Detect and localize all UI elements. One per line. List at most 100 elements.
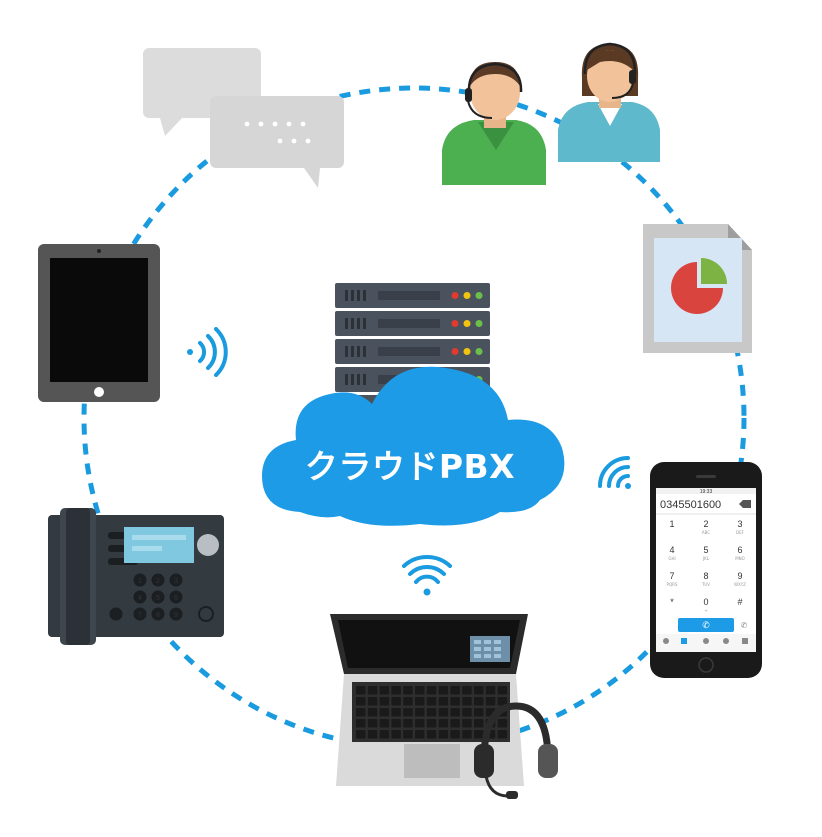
laptop-key (367, 708, 378, 717)
laptop-key (415, 697, 425, 706)
laptop-key (379, 686, 390, 695)
laptop-key (367, 719, 378, 728)
laptop-key (403, 708, 413, 717)
desk-key-1: 1 (138, 578, 142, 585)
desk-key-9: 9 (174, 612, 178, 619)
laptop-key (438, 708, 449, 717)
laptop-key (485, 697, 496, 706)
laptop-key (356, 730, 366, 739)
phone-key-letters: PQRS (667, 582, 678, 587)
laptop-key (462, 730, 472, 739)
phone-add-call-icon[interactable]: ✆ (741, 621, 748, 630)
phone-key-8[interactable]: 8 (703, 571, 708, 581)
laptop-key (415, 730, 425, 739)
laptop-key (462, 697, 472, 706)
call-button[interactable] (678, 618, 734, 632)
tab-keypad-icon[interactable] (681, 638, 687, 644)
laptop-key (450, 686, 460, 695)
wifi-icon (402, 555, 452, 596)
phone-key-5[interactable]: 5 (703, 545, 708, 555)
phone-key-letters: MNO (735, 556, 745, 561)
server-unit (335, 311, 490, 336)
phone-call-icon: ✆ (702, 621, 710, 631)
phone-key-1[interactable]: 1 (669, 519, 674, 529)
laptop-key (474, 697, 484, 706)
phone-key-10[interactable]: * (670, 597, 674, 607)
laptop-key (438, 719, 449, 728)
laptop-key (450, 719, 460, 728)
phone-key-letters: TUV (701, 582, 710, 587)
phone-key-7[interactable]: 7 (669, 571, 674, 581)
laptop-key (403, 730, 413, 739)
wifi-icon (598, 456, 631, 489)
laptop-key (391, 719, 401, 728)
laptop-key (391, 708, 401, 717)
laptop-key (426, 686, 437, 695)
laptop-key (367, 697, 378, 706)
laptop-key (415, 686, 425, 695)
phone-key-letters: + (704, 608, 707, 613)
tab-messages-icon[interactable] (703, 638, 709, 644)
laptop-key (426, 719, 437, 728)
laptop-key (485, 686, 496, 695)
cloud-icon (262, 366, 565, 526)
chat-bubbles-icon (143, 48, 344, 188)
laptop-key (415, 708, 425, 717)
laptop-key (415, 719, 425, 728)
tab-history-icon[interactable] (723, 638, 729, 644)
laptop-key (391, 697, 401, 706)
phone-key-letters: JKL (702, 556, 710, 561)
phone-key-2[interactable]: 2 (703, 519, 708, 529)
laptop-key (367, 730, 378, 739)
laptop-key (497, 730, 508, 739)
phone-key-12[interactable]: # (737, 597, 742, 607)
laptop-key (474, 686, 484, 695)
laptop-key (497, 686, 508, 695)
laptop-key (462, 686, 472, 695)
headset-icon (474, 702, 558, 799)
desk-key-2: 2 (156, 578, 160, 585)
laptop-key (356, 697, 366, 706)
laptop-key (367, 686, 378, 695)
phone-key-letters: GHI (668, 556, 675, 561)
backspace-icon[interactable] (739, 500, 751, 508)
report-document-icon (643, 224, 752, 353)
laptop-key (474, 730, 484, 739)
laptop-key (426, 697, 437, 706)
tablet-icon (38, 244, 160, 402)
laptop-key (474, 708, 484, 717)
laptop-key (379, 719, 390, 728)
connection-ring (81, 85, 747, 751)
phone-key-6[interactable]: 6 (737, 545, 742, 555)
desk-key-6: 6 (174, 595, 178, 602)
laptop-key (403, 686, 413, 695)
laptop-key (403, 697, 413, 706)
laptop-key (426, 708, 437, 717)
phone-dialed-number: 0345501600 (660, 499, 721, 511)
laptop-key (450, 730, 460, 739)
operators-icon (442, 42, 660, 185)
phone-key-3[interactable]: 3 (737, 519, 742, 529)
phone-key-4[interactable]: 4 (669, 545, 674, 555)
phone-status-time: 19:33 (700, 489, 713, 495)
laptop-icon (330, 614, 528, 786)
laptop-key (450, 708, 460, 717)
desk-phone-icon: 1 2 3 4 5 6 7 8 9 (48, 508, 224, 645)
wifi-icon (187, 327, 228, 377)
phone-key-11[interactable]: 0 (703, 597, 708, 607)
desk-key-5: 5 (156, 595, 160, 602)
laptop-key (438, 686, 449, 695)
laptop-key (462, 708, 472, 717)
phone-key-9[interactable]: 9 (737, 571, 742, 581)
phone-key-letters: ABC (702, 530, 710, 535)
tab-more-icon[interactable] (742, 638, 748, 644)
laptop-key (462, 719, 472, 728)
desk-key-3: 3 (174, 578, 178, 585)
desk-key-7: 7 (138, 612, 142, 619)
desk-key-8: 8 (156, 612, 160, 619)
phone-key-letters: WXYZ (734, 582, 746, 587)
tab-contacts-icon[interactable] (663, 638, 669, 644)
laptop-key (497, 719, 508, 728)
